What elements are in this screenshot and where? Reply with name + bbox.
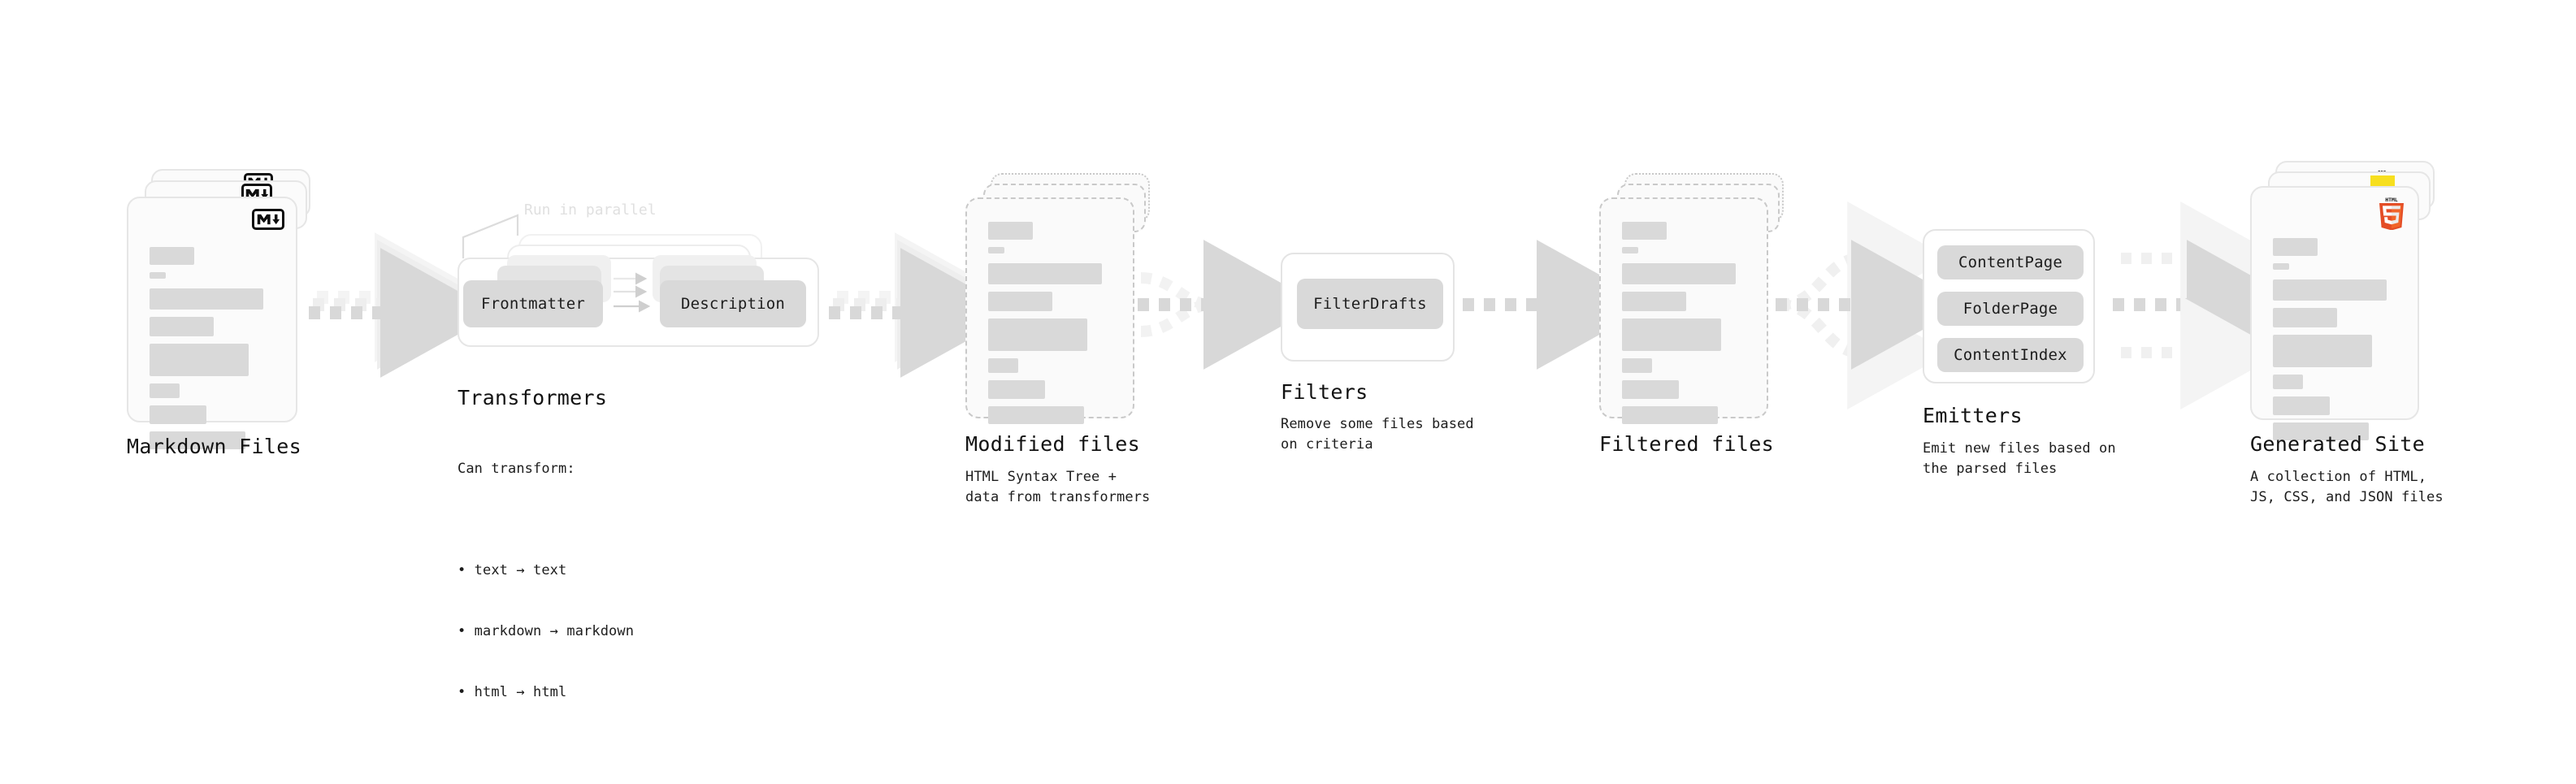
connector-transformers-to-modified [829,232,1017,378]
emitters-subtitle: Emit new files based on the parsed files [1923,440,2116,477]
transformers-subtitle-lead: Can transform: [458,461,575,477]
filtered-card-front [1599,197,1768,424]
filters-title: Filters [1281,380,1368,404]
modified-card-front [965,197,1134,424]
transformers-bullet-0: • text → text [458,562,567,578]
emitter-chip-contentpage[interactable]: ContentPage [1937,245,2084,279]
emitter-chip-contentindex[interactable]: ContentIndex [1937,338,2084,372]
transformer-chip-frontmatter[interactable]: Frontmatter [463,280,603,327]
filtered-skeleton-lines [1622,222,1749,431]
modified-files-title: Modified files [965,432,1140,456]
emitters-title: Emitters [1923,404,2023,427]
diagram-canvas: Markdown Files Run in parallel Frontmatt… [127,161,2444,700]
generated-site-subtitle: A collection of HTML, JS, CSS, and JSON … [2250,469,2444,505]
connector-markdown-to-transformers [309,232,497,378]
transformers-bullet-2: • html → html [458,684,567,700]
run-in-parallel-leader [462,214,519,258]
transformer-inner-arrows [614,272,651,313]
markdown-icon [252,209,284,230]
connector-filtered-to-emitters [1776,201,1968,409]
modified-skeleton-lines [988,222,1115,431]
transformer-chip-description[interactable]: Description [660,280,806,327]
transformers-title: Transformers [458,386,608,409]
transformers-bullet-list: • text → text • markdown → markdown • ht… [458,520,634,743]
filter-chip-filterdrafts[interactable]: FilterDrafts [1297,279,1443,329]
filters-group: FilterDrafts [1281,253,1455,362]
generated-site-title: Generated Site [2250,432,2425,456]
connector-modified-to-filters [1138,240,1321,370]
svg-text:HTML: HTML [2385,197,2398,203]
connector-layer [309,201,2304,409]
html5-icon: HTML [2377,194,2406,231]
site-card-front: HTML [2250,186,2419,440]
markdown-skeleton-lines [150,247,278,457]
filtered-files-title: Filtered files [1599,432,1774,456]
modified-files-subtitle: HTML Syntax Tree + data from transformer… [965,469,1151,505]
connector-emitters-to-site [2113,201,2304,409]
run-in-parallel-label: Run in parallel [524,201,657,219]
emitters-group: ContentPage FolderPage ContentIndex [1923,229,2095,383]
markdown-card-front [127,197,297,449]
transformers-bullet-1: • markdown → markdown [458,623,635,639]
filters-subtitle: Remove some files based on criteria [1281,416,1474,453]
transformers-subtitle: Can transform: • text → text • markdown … [458,418,634,784]
site-skeleton-lines [2273,238,2400,448]
markdown-files-title: Markdown Files [127,435,301,458]
emitter-chip-folderpage[interactable]: FolderPage [1937,292,2084,326]
